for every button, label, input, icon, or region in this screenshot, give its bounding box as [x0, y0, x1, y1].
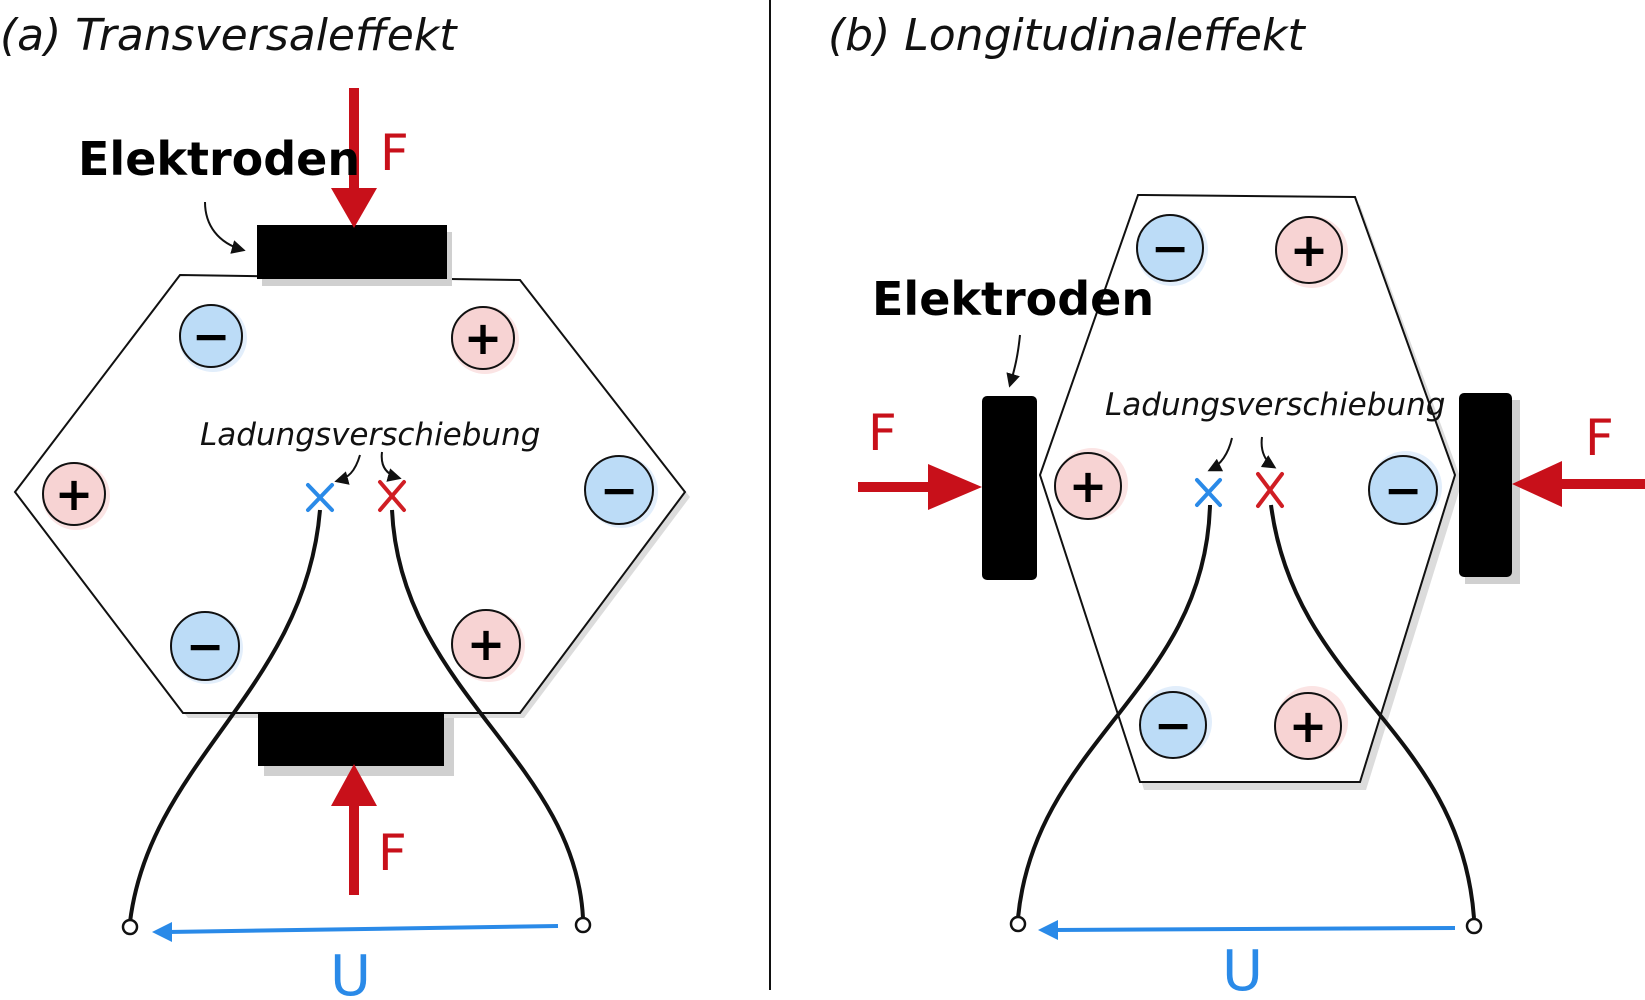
- electrodes-label-b: Elektroden: [872, 272, 1154, 326]
- positive-centroid-marker-b: [1256, 472, 1284, 508]
- charge-sign: +: [1290, 223, 1329, 277]
- charge-sign: −: [600, 463, 639, 517]
- charge-a-3: +: [42, 462, 110, 530]
- force-arrow-b-left: [858, 464, 982, 510]
- electrode-b-right: [1459, 393, 1512, 577]
- charge-sign: +: [467, 617, 506, 671]
- charge-b-5: −: [1139, 686, 1212, 759]
- force-label-a-top: F: [380, 124, 409, 182]
- panel-a-title: (a) Transversaleffekt: [0, 10, 458, 61]
- charge-sign: −: [192, 309, 231, 363]
- charge-a-5: −: [170, 611, 243, 684]
- charge-sign: +: [1289, 699, 1328, 753]
- terminal-b-left: [1009, 915, 1027, 933]
- panel-b: (b) Longitudinaleffekt F F Elektroden −: [828, 10, 1645, 1000]
- shift-label-b: Ladungsverschiebung: [1105, 387, 1445, 423]
- charge-b-3: +: [1054, 448, 1128, 520]
- terminal-a-left: [121, 918, 139, 936]
- charge-a-1: −: [179, 304, 247, 372]
- force-arrow-b-right: [1512, 461, 1645, 507]
- force-arrow-a-bottom: [331, 764, 377, 895]
- wire-a-left: [128, 509, 322, 923]
- shift-label-a: Ladungsverschiebung: [200, 417, 540, 453]
- shift-pointer-a-left: [334, 454, 361, 485]
- shift-pointer-b-left: [1207, 437, 1233, 472]
- voltage-label-b: U: [1222, 939, 1263, 1000]
- negative-centroid-marker-b: [1195, 478, 1222, 507]
- charge-b-1: −: [1136, 214, 1208, 286]
- crystal-b: [1038, 193, 1457, 783]
- crystal-a: [13, 273, 687, 714]
- terminal-b-right: [1465, 917, 1483, 935]
- charge-sign: −: [186, 619, 225, 673]
- charge-b-4: −: [1368, 451, 1442, 525]
- shift-pointer-a-right: [380, 451, 402, 482]
- force-label-b-right: F: [1585, 409, 1614, 467]
- force-arrow-a-top: [331, 88, 377, 228]
- shift-pointer-b-right: [1260, 436, 1277, 469]
- electrode-a-bottom: [258, 712, 444, 766]
- electrodes-pointer-b: [1006, 334, 1021, 388]
- panel-a: (a) Transversaleffekt F F Elektroden: [0, 10, 690, 1000]
- charge-b-2: +: [1275, 216, 1348, 288]
- positive-centroid-marker-a: [378, 480, 406, 512]
- negative-centroid-marker-a: [306, 483, 334, 512]
- voltage-arrow-a: [152, 922, 559, 942]
- electrode-a-top: [257, 225, 447, 279]
- voltage-label-a: U: [330, 944, 371, 1000]
- charge-sign: +: [55, 467, 94, 521]
- charge-sign: +: [1069, 459, 1108, 513]
- electrodes-pointer-a: [204, 201, 246, 254]
- panel-b-title: (b) Longitudinaleffekt: [828, 10, 1306, 61]
- charge-a-2: +: [451, 306, 519, 374]
- charge-b-6: +: [1274, 686, 1348, 760]
- charge-sign: +: [464, 311, 503, 365]
- charge-sign: −: [1151, 221, 1190, 275]
- force-label-b-left: F: [868, 404, 897, 462]
- electrodes-label-a: Elektroden: [78, 132, 360, 186]
- force-label-a-bottom: F: [378, 824, 407, 882]
- charge-a-4: −: [584, 455, 658, 528]
- electrode-b-left: [982, 396, 1037, 580]
- terminal-a-right: [574, 916, 592, 934]
- charge-a-6: +: [451, 609, 525, 682]
- wire-a-right: [390, 509, 585, 919]
- charge-sign: −: [1384, 463, 1423, 517]
- wire-b-right: [1269, 504, 1476, 919]
- wire-b-left: [1016, 504, 1212, 919]
- charge-sign: −: [1154, 698, 1193, 752]
- voltage-arrow-b: [1038, 920, 1456, 940]
